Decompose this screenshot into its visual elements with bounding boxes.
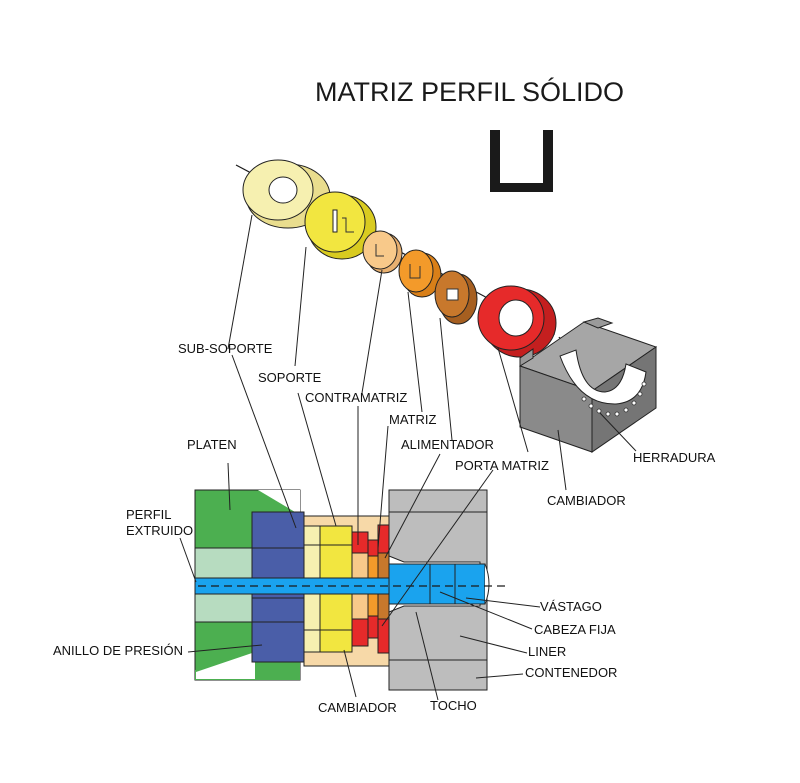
alimentador-disc: [434, 270, 478, 325]
label-contenedor: CONTENEDOR: [525, 665, 617, 680]
label-herradura: HERRADURA: [633, 450, 716, 465]
label-perfil: PERFIL: [126, 507, 172, 522]
label-cabeza-fija: CABEZA FIJA: [534, 622, 616, 637]
tocho-section: [388, 563, 490, 605]
porta-matriz-ring: [477, 285, 557, 358]
cambiador-horseshoe: [518, 317, 658, 453]
sub-soporte-ring: [242, 159, 331, 229]
label-contramatriz: CONTRAMATRIZ: [305, 390, 407, 405]
matriz-disc: [398, 249, 442, 298]
label-cambiador-top: CAMBIADOR: [547, 493, 626, 508]
diagram-title: MATRIZ PERFIL SÓLIDO: [315, 76, 624, 107]
label-liner: LINER: [528, 644, 566, 659]
label-alimentador: ALIMENTADOR: [401, 437, 494, 452]
label-porta-matriz: PORTA MATRIZ: [455, 458, 549, 473]
contramatriz-disc: [362, 230, 403, 274]
label-vastago: VÁSTAGO: [540, 599, 602, 614]
label-extruido: EXTRUIDO: [126, 523, 193, 538]
label-cambiador-bottom: CAMBIADOR: [318, 700, 397, 715]
soporte-disc: [304, 191, 377, 260]
label-tocho: TOCHO: [430, 698, 477, 713]
label-sub-soporte: SUB-SOPORTE: [178, 341, 273, 356]
solid-profile-icon: [490, 130, 553, 192]
label-soporte: SOPORTE: [258, 370, 322, 385]
leader-lines: [179, 214, 637, 701]
label-matriz: MATRIZ: [389, 412, 436, 427]
label-platen: PLATEN: [187, 437, 237, 452]
label-anillo-presion: ANILLO DE PRESIÓN: [53, 643, 183, 658]
